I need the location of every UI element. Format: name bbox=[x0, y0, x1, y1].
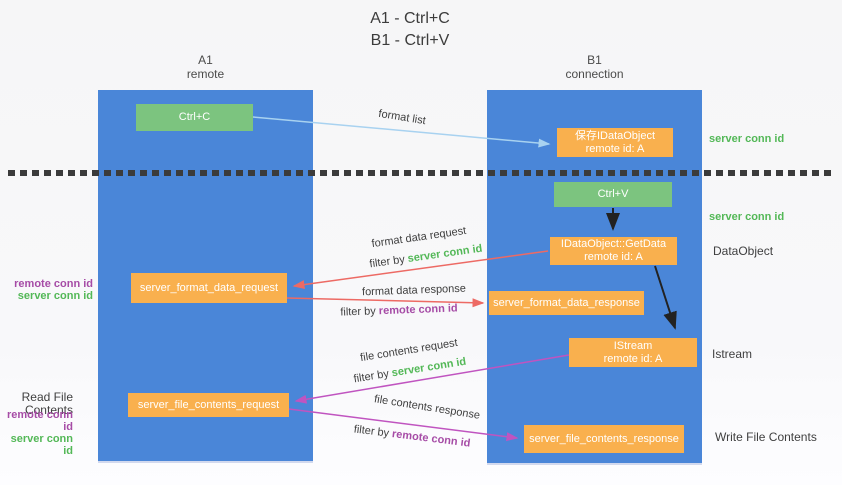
node-idataobject-getdata: IDataObject::GetData remote id: A bbox=[550, 237, 677, 265]
label-file-contents-response: file contents response bbox=[373, 393, 481, 422]
column-b1-subtitle: connection bbox=[565, 67, 624, 81]
label-server-conn-id-left-1: server conn id bbox=[17, 290, 93, 302]
filter-by-text: filter by bbox=[368, 253, 409, 271]
label-write-file-contents: Write File Contents bbox=[715, 430, 817, 444]
node-ctrl-c: Ctrl+C bbox=[136, 104, 253, 131]
server-conn-id-text: server conn id bbox=[390, 355, 468, 380]
title-line-1: A1 - Ctrl+C bbox=[370, 10, 450, 27]
node-server-format-data-request-label: server_format_data_request bbox=[139, 281, 279, 294]
filter-by-text: filter by bbox=[352, 367, 393, 386]
label-read-file-contents: Read File Contents bbox=[21, 390, 73, 417]
filter-by-text: filter by bbox=[353, 423, 393, 441]
node-server-file-contents-response-label: server_file_contents_response bbox=[529, 432, 679, 445]
node-save-dataobject-title: 保存IDataObject bbox=[574, 129, 656, 142]
left-conn-id-labels-bottom: remote conn id server conn id bbox=[0, 409, 73, 457]
column-a1-name: A1 bbox=[198, 53, 213, 67]
left-conn-id-labels-top: remote conn id server conn id bbox=[0, 278, 93, 302]
node-istream-title: IStream bbox=[613, 339, 653, 352]
label-filter-by-remote-conn-id-1: filter by remote conn id bbox=[340, 302, 458, 319]
copy-paste-divider-dashed-line bbox=[8, 170, 832, 176]
label-remote-conn-id-left-2: remote conn id bbox=[6, 409, 73, 433]
remote-conn-id-text: remote conn id bbox=[378, 302, 458, 318]
column-b1-name: B1 bbox=[587, 53, 602, 67]
label-format-list: format list bbox=[377, 107, 427, 128]
node-istream-sub: remote id: A bbox=[603, 352, 663, 365]
diagram-title: A1 - Ctrl+C B1 - Ctrl+V bbox=[0, 8, 820, 52]
node-server-format-data-response-label: server_format_data_response bbox=[493, 296, 640, 309]
node-istream: IStream remote id: A bbox=[569, 338, 697, 367]
label-server-conn-id-right-2: server conn id bbox=[709, 211, 785, 223]
column-header-b1: B1 connection bbox=[487, 53, 702, 81]
node-ctrl-v: Ctrl+V bbox=[554, 182, 672, 207]
column-a1-subtitle: remote bbox=[186, 67, 225, 81]
node-server-file-contents-request: server_file_contents_request bbox=[128, 393, 289, 417]
node-server-format-data-response: server_format_data_response bbox=[489, 291, 644, 315]
server-conn-id-text: server conn id bbox=[406, 242, 484, 265]
label-server-conn-id-right-1: server conn id bbox=[709, 133, 785, 145]
node-save-dataobject: 保存IDataObject remote id: A bbox=[557, 128, 673, 157]
label-server-conn-id-left-2: server conn id bbox=[10, 433, 73, 457]
label-istream: Istream bbox=[712, 347, 753, 361]
label-filter-by-remote-conn-id-2: filter by remote conn id bbox=[353, 423, 471, 450]
node-ctrl-v-label: Ctrl+V bbox=[597, 188, 629, 200]
filter-by-text: filter by bbox=[340, 305, 380, 319]
node-server-format-data-request: server_format_data_request bbox=[131, 273, 287, 303]
node-server-file-contents-response: server_file_contents_response bbox=[524, 425, 684, 453]
title-line-2: B1 - Ctrl+V bbox=[370, 32, 450, 49]
node-idataobject-getdata-title: IDataObject::GetData bbox=[560, 238, 667, 250]
column-header-a1: A1 remote bbox=[98, 53, 313, 81]
node-idataobject-getdata-sub: remote id: A bbox=[584, 251, 643, 263]
label-remote-conn-id-left-1: remote conn id bbox=[14, 278, 93, 290]
label-dataobject: DataObject bbox=[713, 244, 774, 258]
label-format-data-response: format data response bbox=[361, 282, 467, 299]
node-ctrl-c-label: Ctrl+C bbox=[178, 111, 211, 123]
remote-conn-id-text: remote conn id bbox=[391, 428, 472, 450]
node-server-file-contents-request-label: server_file_contents_request bbox=[137, 398, 280, 411]
node-save-dataobject-sub: remote id: A bbox=[585, 142, 645, 155]
